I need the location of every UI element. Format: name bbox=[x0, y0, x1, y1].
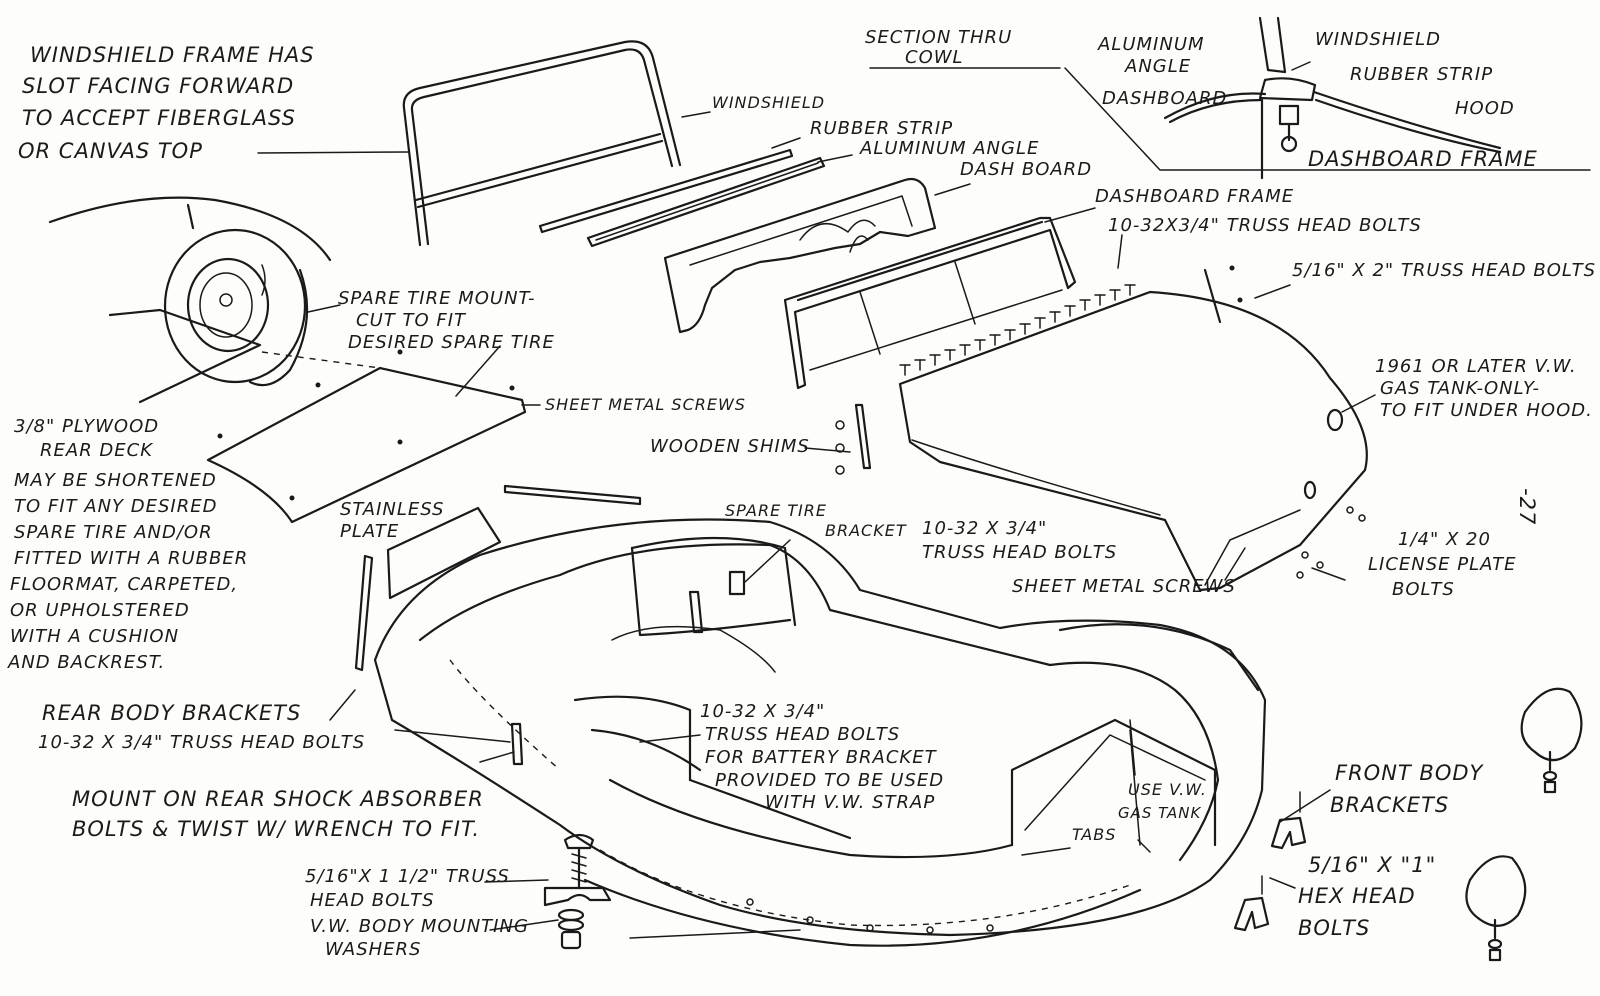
label-hex-line-1: 5/16" X "1" bbox=[1308, 853, 1436, 877]
aluminum-angle-part bbox=[586, 156, 826, 248]
label-front-brackets-line-2: BRACKETS bbox=[1330, 793, 1449, 817]
wooden-shims-part bbox=[835, 403, 872, 475]
label-license-line-3: BOLTS bbox=[1392, 579, 1455, 600]
label-plywood-deck: 3/8" PLYWOOD REAR DECK MAY BE SHORTENED … bbox=[7, 416, 248, 673]
label-stainless-line-1: STAINLESS bbox=[340, 499, 444, 520]
label-rubber-strip: RUBBER STRIP bbox=[810, 118, 953, 139]
label-inset-dashboard-frame: DASHBOARD FRAME bbox=[1308, 147, 1538, 171]
windshield-note-line-2: SLOT FACING FORWARD bbox=[22, 74, 294, 98]
label-truss-bolts-516: 5/16" X 2" TRUSS HEAD BOLTS bbox=[1292, 260, 1596, 281]
label-use-vw-line-1: USE V.W. bbox=[1128, 780, 1207, 799]
label-truss-bolts-top: 10-32X3/4" TRUSS HEAD BOLTS bbox=[1108, 215, 1422, 236]
plywood-line-2: REAR DECK bbox=[40, 440, 153, 461]
label-rear-brackets-line-2: 10-32 X 3/4" TRUSS HEAD BOLTS bbox=[38, 732, 365, 753]
label-aluminum-angle: ALUMINUM ANGLE bbox=[859, 138, 1039, 159]
label-inset-windshield: WINDSHIELD bbox=[1315, 29, 1441, 50]
headlight-upper bbox=[1520, 687, 1583, 794]
label-gas-tank-line-1: 1961 OR LATER V.W. bbox=[1375, 356, 1577, 377]
cowl-section-inset bbox=[1064, 16, 1591, 180]
windshield-frame bbox=[402, 40, 682, 247]
label-tabs: TABS bbox=[1072, 825, 1116, 844]
label-section-thru-line-2: COWL bbox=[905, 47, 964, 68]
headlight-lower bbox=[1465, 855, 1527, 962]
label-gas-tank-line-2: GAS TANK-ONLY- bbox=[1380, 378, 1540, 399]
hood-bolt-row bbox=[899, 284, 1136, 376]
windshield-note-line-3: TO ACCEPT FIBERGLASS bbox=[22, 106, 296, 130]
license-plate-bolts-part bbox=[1296, 506, 1366, 579]
label-mount-shock-line-1: MOUNT ON REAR SHOCK ABSORBER bbox=[72, 787, 484, 811]
plywood-line-4: TO FIT ANY DESIRED bbox=[14, 496, 217, 517]
plywood-line-8: OR UPHOLSTERED bbox=[10, 600, 190, 621]
front-body-bracket-upper bbox=[1270, 791, 1307, 850]
label-washers-line-1: V.W. BODY MOUNTING bbox=[310, 916, 529, 937]
label-license-line-2: LICENSE PLATE bbox=[1368, 554, 1517, 575]
label-battery-line-2: TRUSS HEAD BOLTS bbox=[705, 724, 900, 745]
plywood-line-1: 3/8" PLYWOOD bbox=[14, 416, 159, 437]
label-gas-tank-line-3: TO FIT UNDER HOOD. bbox=[1380, 400, 1593, 421]
label-inset-aluminum-line-1: ALUMINUM bbox=[1097, 34, 1205, 55]
stainless-plate-part bbox=[354, 484, 642, 672]
label-section-thru-line-1: SECTION THRU bbox=[865, 27, 1012, 48]
plywood-line-5: SPARE TIRE AND/OR bbox=[14, 522, 213, 543]
label-spare-mount-line-1: SPARE TIRE MOUNT- bbox=[338, 288, 535, 309]
rear-body-bracket-part bbox=[510, 722, 524, 766]
label-license-line-1: 1/4" X 20 bbox=[1398, 529, 1491, 550]
spare-tire-bracket-part bbox=[688, 570, 746, 634]
fender-spare-tire bbox=[48, 196, 332, 404]
plywood-line-9: WITH A CUSHION bbox=[10, 626, 179, 647]
label-inset-rubber-strip: RUBBER STRIP bbox=[1350, 64, 1493, 85]
hood-part bbox=[898, 290, 1368, 592]
plywood-rear-deck-part bbox=[206, 349, 527, 524]
rubber-strip-part bbox=[538, 148, 794, 234]
label-mount-shock-line-2: BOLTS & TWIST W/ WRENCH TO FIT. bbox=[72, 817, 480, 841]
label-rear-brackets-line-1: REAR BODY BRACKETS bbox=[42, 701, 301, 725]
label-truss-1half-line-1: 5/16"X 1 1/2" TRUSS bbox=[305, 866, 510, 887]
plywood-line-6: FITTED WITH A RUBBER bbox=[14, 548, 248, 569]
windshield-note-line-1: WINDSHIELD FRAME HAS bbox=[30, 43, 315, 67]
label-windshield-note: WINDSHIELD FRAME HAS SLOT FACING FORWARD… bbox=[18, 43, 315, 163]
label-windshield: WINDSHIELD bbox=[712, 93, 825, 112]
dashboard-frame-part bbox=[783, 216, 1077, 390]
label-dash-board: DASH BOARD bbox=[960, 159, 1092, 180]
label-front-brackets-line-1: FRONT BODY bbox=[1335, 761, 1485, 785]
label-dashboard-frame: DASHBOARD FRAME bbox=[1095, 186, 1294, 207]
plywood-line-7: FLOORMAT, CARPETED, bbox=[10, 574, 238, 595]
windshield-note-line-4: OR CANVAS TOP bbox=[18, 139, 203, 163]
bolt-washer-stack bbox=[543, 833, 612, 950]
label-wooden-shims: WOODEN SHIMS bbox=[650, 436, 810, 457]
label-use-vw-line-2: GAS TANK bbox=[1118, 804, 1201, 822]
label-sheet-metal-screws-1: SHEET METAL SCREWS bbox=[545, 395, 746, 414]
body-tub bbox=[373, 518, 1267, 947]
label-truss-hood-line-1: 10-32 X 3/4" bbox=[922, 518, 1047, 539]
label-hex-line-3: BOLTS bbox=[1298, 916, 1370, 940]
label-inset-hood: HOOD bbox=[1455, 98, 1515, 119]
label-battery-line-4: PROVIDED TO BE USED bbox=[715, 770, 944, 791]
label-inset-aluminum-line-2: ANGLE bbox=[1124, 56, 1191, 77]
label-hex-line-2: HEX HEAD bbox=[1298, 884, 1416, 908]
label-battery-line-3: FOR BATTERY BRACKET bbox=[705, 747, 938, 768]
plywood-line-10: AND BACKREST. bbox=[7, 652, 165, 673]
label-stainless-line-2: PLATE bbox=[340, 521, 399, 542]
label-spare-bracket-line-2: BRACKET bbox=[825, 521, 907, 540]
label-truss-hood-line-2: TRUSS HEAD BOLTS bbox=[922, 542, 1117, 563]
label-spare-mount-line-2: CUT TO FIT bbox=[356, 310, 467, 331]
label-spare-bracket-line-1: SPARE TIRE bbox=[725, 501, 827, 520]
label-truss-1half-line-2: HEAD BOLTS bbox=[310, 890, 435, 911]
plywood-line-3: MAY BE SHORTENED bbox=[14, 470, 217, 491]
label-sheet-metal-screws-2: SHEET METAL SCREWS bbox=[1012, 576, 1236, 597]
leader-lines bbox=[257, 67, 1376, 939]
truss-bolt-516 bbox=[1203, 265, 1243, 324]
dash-board-part bbox=[663, 177, 937, 334]
label-spare-mount-line-3: DESIRED SPARE TIRE bbox=[348, 332, 555, 353]
label-inset-dashboard: DASHBOARD bbox=[1102, 88, 1227, 109]
page-number: -27 bbox=[1515, 488, 1539, 525]
label-battery-line-5: WITH V.W. STRAP bbox=[765, 792, 935, 813]
front-body-bracket-lower bbox=[1233, 875, 1270, 932]
label-washers-line-2: WASHERS bbox=[325, 939, 421, 960]
label-battery-line-1: 10-32 X 3/4" bbox=[700, 701, 825, 722]
